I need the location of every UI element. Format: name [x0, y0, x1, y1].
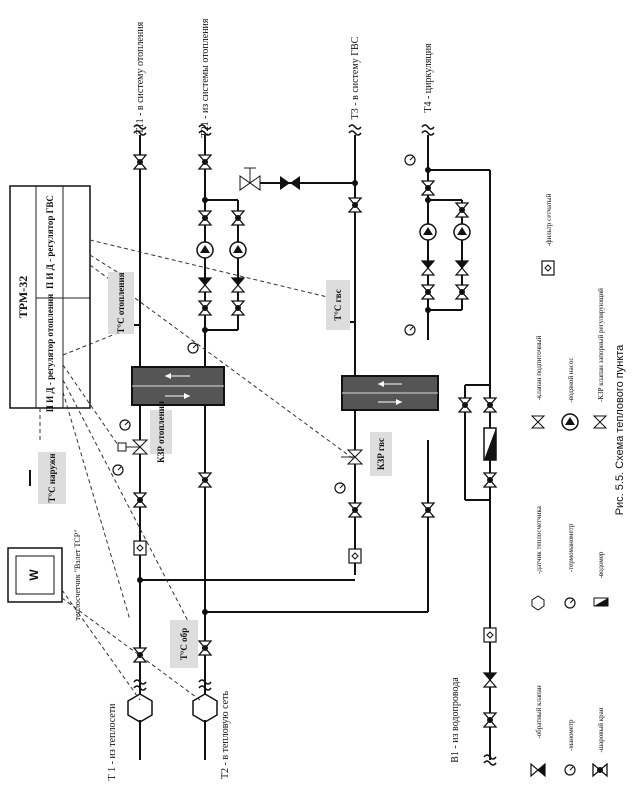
pipe-ends — [133, 124, 497, 766]
pipe-label-t4: Т4 - циркуляция — [423, 43, 434, 113]
legend-label-feed-valve: -клапан подпиточный — [535, 335, 543, 400]
legend-label-strainer: -фильтр сетчатый — [545, 193, 553, 246]
sensor-return — [170, 620, 198, 668]
legend-item-pump — [561, 413, 579, 431]
controller-right-regulator: П И Д - регулятор ГВС — [45, 195, 55, 289]
heat-meter-label: теплосчетчик "Взлет ТСР" — [73, 530, 82, 621]
legend-item-manometer — [564, 764, 576, 776]
sensor-dhw-label: T°C гвс — [333, 289, 343, 320]
legend-item-thermometer — [564, 597, 576, 609]
legend — [530, 260, 609, 777]
sensor-heating-label: T°C отопления — [116, 272, 126, 333]
pipe-label-b1: В1 - из водопровода — [450, 677, 461, 763]
sensor-heating — [108, 272, 140, 334]
sensor-outdoor-label: T°C наружн — [47, 453, 57, 502]
legend-label-water-meter: -водомер — [597, 551, 605, 578]
flow-sensors — [127, 693, 218, 723]
legend-label-manometer: -манометр — [567, 719, 575, 751]
controller-left-regulator: П И Д - регулятор отопления — [45, 294, 55, 412]
sensor-return-label: T°C обр — [179, 628, 189, 660]
kzr-dhw-block — [370, 432, 392, 476]
heat-meter-letter: W — [27, 569, 41, 581]
water-meter — [483, 427, 497, 461]
sensor-dhw — [326, 280, 355, 330]
legend-item-strainer — [541, 260, 555, 276]
legend-item-feed-valve — [530, 415, 546, 429]
sensor-outdoor — [29, 452, 66, 504]
feed-valve-heating — [239, 167, 300, 191]
heat-exchanger-dhw — [341, 375, 439, 411]
control-valve-heating — [117, 439, 149, 455]
controller-model: ТРМ-32 — [16, 276, 30, 318]
legend-item-check-valve — [530, 763, 546, 777]
figure-caption: Рис. 5.5. Схема теплового пункта — [614, 344, 626, 515]
legend-label-pump: -водяной насос — [567, 357, 575, 402]
legend-label-thermometer: -термоманометр — [567, 523, 575, 572]
legend-item-ball-valve — [592, 763, 608, 777]
pipe-label-t3: Т3 - в систему ГВС — [350, 36, 361, 119]
pipe-label-t1: Т 1 - из теплосети — [107, 703, 118, 781]
junctions — [137, 167, 431, 615]
pipe-label-t21: Т21 - из системы отопления — [200, 18, 211, 137]
kzr-heating-label: КЗР отопления — [156, 401, 166, 463]
legend-label-sensor: -датчик теплосчетчика — [535, 505, 543, 574]
heat-exchanger-heating — [131, 366, 225, 406]
legend-label-control-valve: -КЗР клапан запорный регулирующий — [597, 288, 605, 402]
controller-trm32 — [9, 185, 91, 409]
control-valve-dhw — [341, 449, 364, 465]
legend-item-sensor — [531, 595, 545, 611]
pipe-t4 — [427, 135, 491, 385]
pipe-label-t2: Т2 - в тепловую сеть — [220, 691, 231, 780]
legend-label-ball-valve: -шаровый кран — [597, 707, 605, 752]
legend-label-check-valve: -обратный клапан — [535, 685, 543, 739]
kzr-heating-block — [150, 410, 172, 454]
signal-lines — [39, 239, 356, 701]
kzr-dhw-label: КЗР гвс — [376, 438, 386, 470]
heat-meter-box — [7, 547, 63, 603]
legend-item-water-meter — [593, 597, 609, 607]
pipe-label-t11: Т11 - в систему отопления — [135, 21, 146, 134]
legend-item-control-valve — [592, 415, 608, 429]
